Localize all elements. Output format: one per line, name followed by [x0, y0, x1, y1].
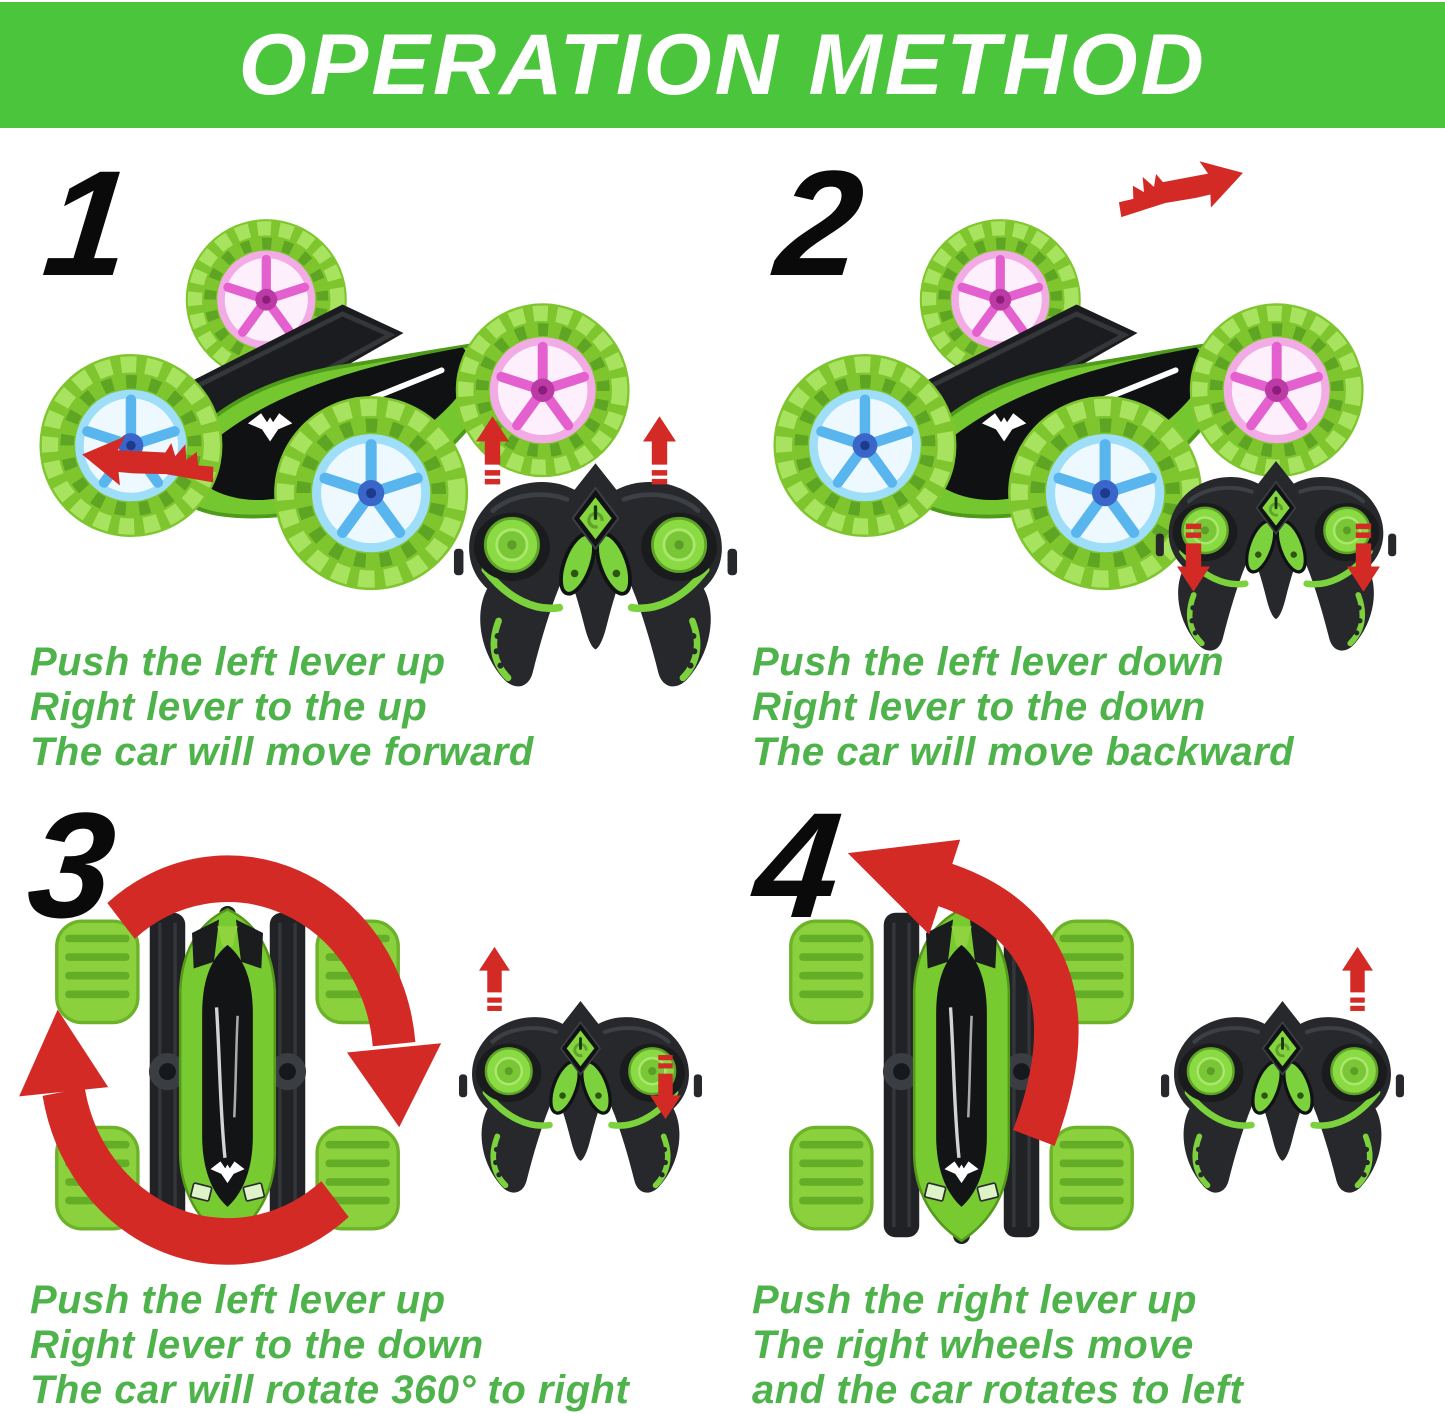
left-lever-down-arrow-icon — [1177, 518, 1210, 593]
right-lever-up-arrow-icon — [643, 416, 676, 489]
step-panel-1: 1 Push the left lever up Right lever to … — [0, 128, 722, 780]
step-caption: Push the left lever down Right lever to … — [752, 640, 1294, 776]
page-title: OPERATION METHOD — [238, 16, 1207, 113]
caption-line: The car will move backward — [752, 730, 1295, 775]
caption-line: The car will rotate 360° to right — [30, 1368, 630, 1413]
header-banner: OPERATION METHOD — [0, 2, 1445, 128]
caption-line: The car will move forward — [30, 730, 534, 775]
step-caption: Push the right lever up The right wheels… — [752, 1278, 1243, 1414]
right-lever-down-arrow-icon — [650, 1042, 681, 1128]
caption-line: Right lever to the up — [30, 685, 428, 730]
caption-line: Push the left lever up — [30, 640, 446, 684]
rotate-clockwise-arrows-icon — [19, 855, 442, 1265]
step-panel-2: 2 Push the left lever down Right lever t… — [722, 128, 1444, 780]
remote-controller-illustration — [1160, 988, 1405, 1200]
caption-line: Push the left lever up — [30, 1278, 446, 1322]
left-lever-up-arrow-icon — [479, 946, 510, 1016]
step-caption: Push the left lever up Right lever to th… — [30, 1278, 629, 1414]
step-caption: Push the left lever up Right lever to th… — [30, 640, 534, 776]
left-lever-up-arrow-icon — [476, 416, 509, 489]
caption-line: and the car rotates to left — [752, 1368, 1244, 1413]
right-lever-up-arrow-icon — [1342, 946, 1373, 1016]
caption-line: The right wheels move — [752, 1323, 1194, 1368]
caption-line: Right lever to the down — [30, 1323, 484, 1368]
caption-line: Push the left lever down — [752, 640, 1225, 684]
rotate-left-curve-arrow-icon — [847, 839, 1079, 1146]
step-panel-3: 3 Push the left lever up Right lever to … — [0, 780, 722, 1414]
caption-line: Push the right lever up — [752, 1278, 1197, 1322]
right-lever-down-arrow-icon — [1347, 518, 1380, 593]
caption-line: Right lever to the down — [752, 685, 1206, 730]
step-panel-4: 4 Push the right lever up The right whee… — [722, 780, 1444, 1414]
